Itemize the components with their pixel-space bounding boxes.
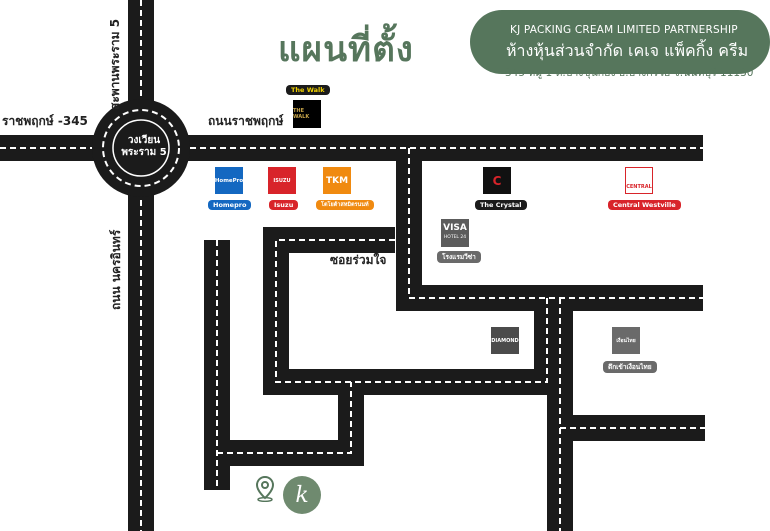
diamond-logo: DIAMOND bbox=[491, 327, 519, 354]
road-label-rama5-bridge: สะพานพระราม 5 bbox=[108, 18, 122, 110]
visa-hotel-logo: VISA HOTEL 24 bbox=[441, 219, 469, 247]
company-address: 345 หมู่ 1 ต.บางขุนกอง อ.บางกรวย จ.นนทบุ… bbox=[505, 67, 754, 79]
roundabout-label: วงเวียน พระราม 5 bbox=[121, 135, 167, 158]
road-label-ratchaphruek-345: ราชพฤกษ์ -345 bbox=[2, 114, 88, 128]
isuzu-logo: ISUZU bbox=[268, 167, 296, 194]
company-name-th: ห้างหุ้นส่วนจำกัด เคเจ แพ็คกิ้ง ครีม bbox=[506, 41, 749, 60]
dwp-label: ตึกเข้าเงือนไทย bbox=[603, 361, 657, 373]
roundabout-ring bbox=[112, 119, 170, 177]
visa-hotel-label: โรงแรมวีซ่า bbox=[437, 251, 481, 263]
isuzu-label: Isuzu bbox=[269, 200, 299, 210]
page-title: แผนที่ตั้ง bbox=[278, 30, 414, 70]
tkm-logo: TKM bbox=[323, 167, 351, 194]
central-label: Central Westville bbox=[608, 200, 681, 210]
roundabout-dash bbox=[102, 109, 180, 187]
road-network bbox=[0, 0, 705, 531]
road-label-nakhon-in: ถนน นครอินทร์ bbox=[109, 229, 123, 310]
tkm-label: โตโยต้าสหมิตรนนท์ bbox=[316, 200, 374, 210]
homepro-logo: HomePro bbox=[215, 167, 243, 194]
dwp-logo: เงือนไทย bbox=[612, 327, 640, 354]
visa-logo-text: VISA bbox=[443, 223, 467, 233]
roundabout-center bbox=[111, 118, 171, 178]
the-crystal-logo: C bbox=[483, 167, 511, 194]
location-pin-icon bbox=[255, 475, 275, 503]
road-label-ratchaphruek: ถนนราชพฤกษ์ bbox=[208, 114, 284, 128]
the-crystal-label: The Crystal bbox=[475, 200, 527, 210]
central-logo: CENTRAL bbox=[625, 167, 653, 194]
the-walk-label: The Walk bbox=[286, 85, 330, 95]
road-label-soi: ซอยร่วมใจ bbox=[330, 253, 387, 267]
visa-logo-sub: HOTEL 24 bbox=[443, 235, 467, 240]
road-dashes bbox=[0, 0, 705, 531]
homepro-label: Homepro bbox=[208, 200, 252, 210]
the-walk-logo: THE WALK bbox=[293, 100, 321, 128]
company-name-en: KJ PACKING CREAM LIMITED PARTNERSHIP bbox=[510, 24, 738, 36]
company-banner: KJ PACKING CREAM LIMITED PARTNERSHIP ห้า… bbox=[470, 10, 770, 74]
kj-logo-icon: k bbox=[283, 476, 321, 514]
